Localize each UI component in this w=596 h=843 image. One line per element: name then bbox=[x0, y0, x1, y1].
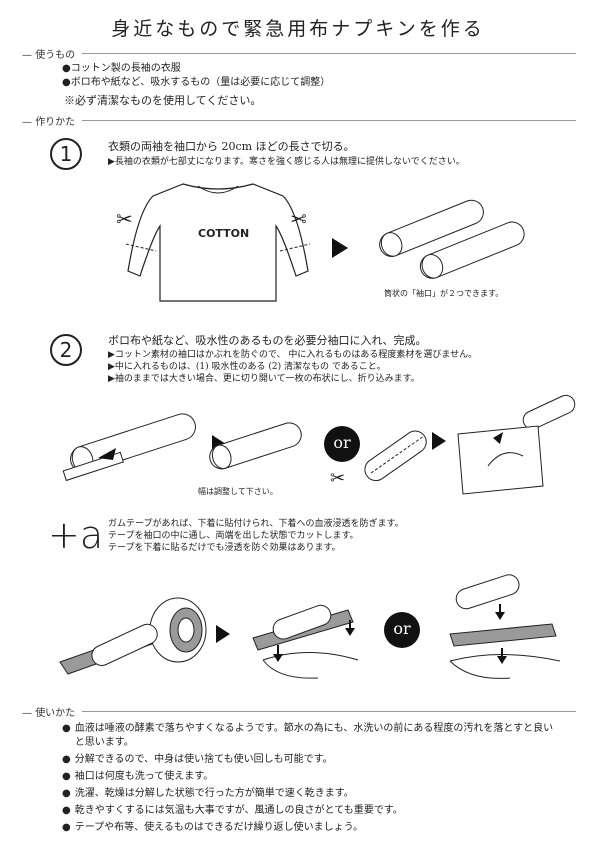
cut-sleeve-illustration bbox=[364, 430, 427, 482]
step-1-note: ▶長袖の衣類が七部丈になります。寒さを強く感じる人は無理に提供しないでください。 bbox=[108, 157, 465, 167]
triangle-arrow-icon bbox=[216, 625, 230, 643]
folding-illustration bbox=[457, 394, 576, 495]
plus-a-line: ガムテープがあれば、下着に貼付けられ、下着への血液浸透を防ぎます。 bbox=[108, 519, 404, 529]
scissors-icon: ✂ bbox=[290, 207, 307, 231]
plus-a-line: テープを下着に貼るだけでも浸透を防ぐ効果はあります。 bbox=[108, 543, 341, 553]
or-badge: or bbox=[324, 426, 360, 462]
page-title: 身近なもので緊急用布ナプキンを作る bbox=[111, 18, 485, 40]
materials-heading: — 使うもの bbox=[22, 50, 76, 61]
usage-item: ●血液は唾液の酵素で落ちやすくなるようです。節水の為にも、水洗いの前にある程度の… bbox=[62, 723, 554, 748]
usage-item: ●乾きやすくするには気温も大事ですが、風通しの良さがとても重要です。 bbox=[62, 805, 403, 816]
shirt-illustration bbox=[125, 183, 311, 302]
howto-heading: — 作りかた bbox=[22, 117, 76, 128]
step-2-note: ▶コットン素材の袖口はかぶれを防ぐので、 中に入れるものはある程度素材を選びませ… bbox=[108, 350, 478, 360]
step-2-notes: ▶コットン素材の袖口はかぶれを防ぐので、 中に入れるものはある程度素材を選びませ… bbox=[108, 349, 578, 385]
shirt-label: COTTON bbox=[198, 227, 250, 240]
divider bbox=[82, 53, 576, 54]
step-2-note: ▶袖のままでは大きい場合、更に切り開いて一枚の布状にし、折り込みます。 bbox=[108, 374, 420, 384]
divider bbox=[82, 711, 576, 712]
usage-item: ●分解できるので、中身は使い捨ても使い回しも可能です。 bbox=[62, 754, 333, 765]
scissors-icon: ✂ bbox=[330, 468, 346, 489]
materials-note: ※必ず清潔なものを使用してください。 bbox=[64, 94, 262, 107]
step-1-text: 衣類の両袖を袖口から 20cm ほどの長さで切る。 bbox=[108, 140, 355, 153]
or-badge: or bbox=[384, 612, 420, 648]
sleeves-illustration bbox=[379, 199, 525, 279]
step-2-number: 2 bbox=[50, 334, 82, 366]
step-1-number: 1 bbox=[50, 138, 82, 170]
step-1-caption: 筒状の「袖口」が２つできます。 bbox=[384, 289, 504, 298]
usage-list: ●血液は唾液の酵素で落ちやすくなるようです。節水の為にも、水洗いの前にある程度の… bbox=[62, 722, 562, 835]
materials-list: ●コットン製の長袖の衣服 ●ボロ布や紙など、吸水するもの（量は必要に応じて調整）… bbox=[62, 62, 562, 108]
usage-item: ●テープや布等、使えるものはできるだけ繰り返し使いましょう。 bbox=[62, 822, 364, 833]
tape-roll-illustration bbox=[59, 597, 207, 675]
usage-item: ●洗濯、乾燥は分解した状態で行った方が簡単で速く乾きます。 bbox=[62, 788, 354, 799]
usage-heading: — 使いかた bbox=[22, 708, 76, 719]
triangle-arrow-icon bbox=[332, 238, 348, 258]
step-2-note: ▶中に入れるものは、(1) 吸水性のある (2) 清潔なもの であること。 bbox=[108, 362, 386, 372]
tape-through-sleeve-illustration bbox=[252, 604, 359, 679]
divider bbox=[82, 120, 576, 121]
step-2-caption: 幅は調整して下さい。 bbox=[198, 487, 278, 496]
scissors-icon: ✂ bbox=[116, 207, 133, 231]
material-item: ●コットン製の長袖の衣服 bbox=[62, 63, 181, 74]
plus-a-line: テープを袖口の中に通し、両端を出した状態でカットします。 bbox=[108, 531, 359, 541]
usage-item: ●袖口は何度も洗って使えます。 bbox=[62, 771, 214, 782]
filled-sleeve-illustration bbox=[209, 422, 302, 470]
step-2-text: ボロ布や紙など、吸水性のあるものを必要分袖口に入れ、完成。 bbox=[108, 334, 427, 347]
material-item: ●ボロ布や紙など、吸水するもの（量は必要に応じて調整） bbox=[62, 77, 331, 88]
tape-strip-illustration bbox=[449, 574, 561, 679]
plus-a-text: ガムテープがあれば、下着に貼付けられ、下着への血液浸透を防ぎます。 テープを袖口… bbox=[108, 518, 568, 554]
triangle-arrow-icon bbox=[432, 432, 446, 450]
filling-illustration bbox=[62, 413, 196, 482]
plus-a-symbol: +a bbox=[48, 513, 104, 557]
